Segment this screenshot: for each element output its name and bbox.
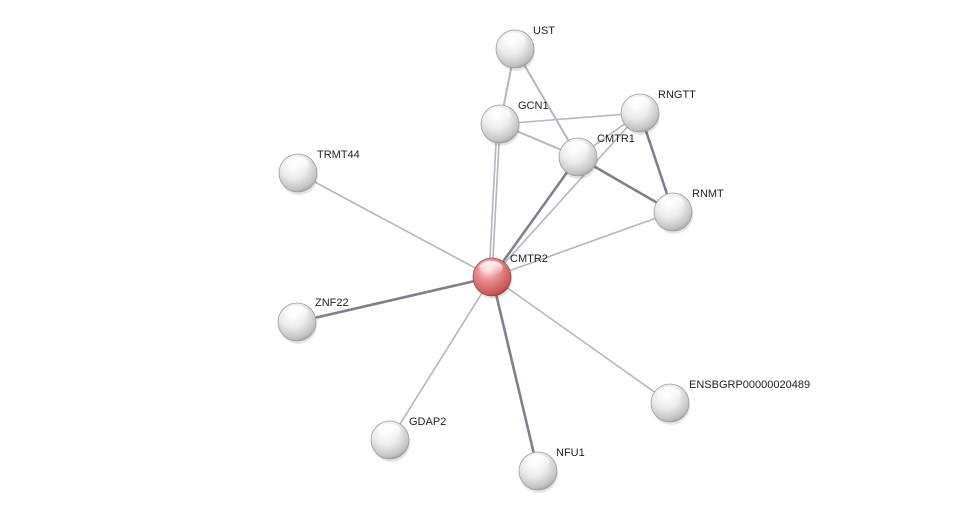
node-highlight xyxy=(627,96,651,112)
node-label-cmtr2: CMTR2 xyxy=(510,253,548,265)
edge-znf22-cmtr2[interactable] xyxy=(295,275,494,324)
node-label-ensbgrp00000020489: ENSBGRP00000020489 xyxy=(689,379,810,391)
node-ensbgrp00000020489[interactable]: ENSBGRP00000020489 xyxy=(650,379,810,425)
edge-nfu1-cmtr2[interactable] xyxy=(490,275,540,473)
edge-rngtt-cmtr2[interactable] xyxy=(491,112,641,278)
node-cmtr2[interactable]: CMTR2 xyxy=(472,253,548,299)
node-highlight xyxy=(377,423,401,439)
node-highlight xyxy=(525,454,549,470)
node-trmt44[interactable]: TRMT44 xyxy=(278,149,360,195)
edge-ensbgrp00000020489-cmtr2[interactable] xyxy=(491,276,671,404)
node-highlight xyxy=(502,32,526,48)
edge-rnmt-cmtr2[interactable] xyxy=(491,211,674,278)
edge-cmtr1-cmtr2[interactable] xyxy=(490,155,580,279)
node-label-trmt44: TRMT44 xyxy=(317,149,360,161)
node-cmtr1[interactable]: CMTR1 xyxy=(558,133,635,179)
node-highlight xyxy=(479,260,503,276)
node-highlight xyxy=(565,140,589,156)
node-nfu1[interactable]: NFU1 xyxy=(518,447,585,493)
edge-gdap2-cmtr2[interactable] xyxy=(389,276,493,441)
node-highlight xyxy=(660,195,684,211)
node-gcn1[interactable]: GCN1 xyxy=(480,100,549,146)
node-highlight xyxy=(487,107,511,123)
node-rngtt[interactable]: RNGTT xyxy=(620,89,696,135)
node-label-rngtt: RNGTT xyxy=(658,89,696,101)
edge-gcn1-cmtr2[interactable] xyxy=(488,123,498,278)
node-label-rnmt: RNMT xyxy=(692,188,724,200)
node-label-cmtr1: CMTR1 xyxy=(597,133,635,145)
node-label-znf22: ZNF22 xyxy=(315,297,349,309)
node-highlight xyxy=(285,156,309,172)
node-label-gdap2: GDAP2 xyxy=(409,416,446,428)
node-highlight xyxy=(284,305,308,321)
node-ust[interactable]: UST xyxy=(495,25,555,71)
node-highlight xyxy=(657,386,681,402)
edge-trmt44-cmtr2[interactable] xyxy=(297,172,493,278)
node-label-gcn1: GCN1 xyxy=(518,100,549,112)
edges-layer xyxy=(295,48,675,473)
edge-gcn1-rngtt[interactable] xyxy=(499,112,641,125)
node-rnmt[interactable]: RNMT xyxy=(653,188,724,234)
node-label-nfu1: NFU1 xyxy=(556,447,585,459)
node-label-ust: UST xyxy=(533,25,555,37)
edge-ust-cmtr1[interactable] xyxy=(514,48,579,158)
node-gdap2[interactable]: GDAP2 xyxy=(370,416,446,462)
node-znf22[interactable]: ZNF22 xyxy=(277,297,349,344)
edge-gcn1-cmtr2[interactable] xyxy=(491,123,501,278)
